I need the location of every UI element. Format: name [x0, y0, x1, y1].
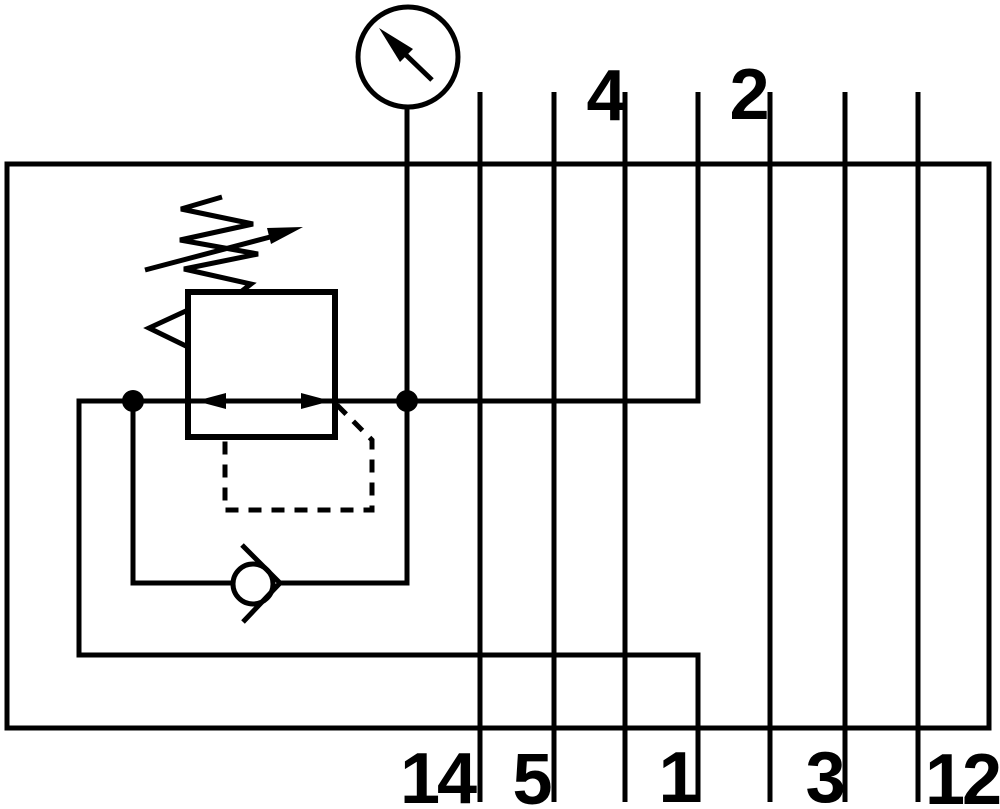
- relief-vent-triangle: [143, 307, 190, 350]
- pressure-gauge: [355, 4, 461, 401]
- valve-body-outline: [4, 161, 992, 731]
- check-valve-line-right: [280, 401, 410, 586]
- port-label-14: 14: [400, 739, 477, 809]
- adjustment-arrowhead: [267, 227, 303, 244]
- gauge-dial: [355, 4, 461, 110]
- check-valve-branch: [130, 401, 410, 624]
- port-label-1: 1: [658, 738, 697, 809]
- flow-arrowhead-left: [196, 393, 226, 409]
- main-flow-path: [76, 92, 701, 802]
- pressure-regulator: [143, 194, 338, 440]
- port-label-4: 4: [586, 56, 626, 136]
- adjustment-spring: [179, 194, 259, 293]
- flow-arrowhead-right: [301, 393, 331, 409]
- check-valve-seat: [240, 543, 284, 624]
- port-label-12: 12: [925, 740, 1000, 809]
- check-valve-line-left: [130, 401, 233, 586]
- port-label-2: 2: [729, 55, 767, 135]
- regulator-box: [185, 289, 338, 440]
- port-labels: 4 2 14 5 1 3 12: [400, 55, 1000, 809]
- gauge-needle-shaft: [404, 53, 434, 82]
- channel-lines: [477, 92, 921, 802]
- port-label-3: 3: [805, 738, 843, 809]
- check-valve-ball: [230, 561, 276, 607]
- junction-dot-left: [122, 390, 144, 412]
- adjustment-arrow-shaft: [144, 233, 275, 273]
- port-label-5: 5: [512, 740, 551, 809]
- gauge-needle-head: [379, 28, 413, 62]
- pilot-feedback-line: [222, 403, 375, 513]
